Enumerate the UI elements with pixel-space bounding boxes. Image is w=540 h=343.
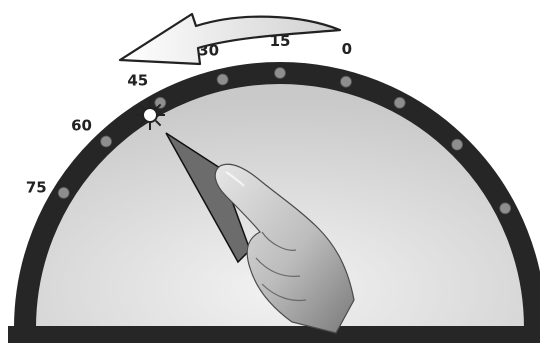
active-marker-dot (143, 108, 157, 122)
dial-base (8, 326, 540, 343)
active-marker-star-icon (135, 100, 165, 130)
dial-label-45: 45 (127, 71, 148, 89)
dial-marker-dot (217, 74, 228, 85)
dial-label-75: 75 (26, 178, 47, 196)
counterclockwise-arrow-icon (120, 14, 340, 64)
dial-marker-dot (394, 97, 405, 108)
dial-label-0: 0 (342, 40, 352, 58)
dial-marker-dot (155, 97, 166, 108)
dial-marker-dot (58, 187, 69, 198)
dial-marker-dot (101, 136, 112, 147)
dial-marker-dot (452, 139, 463, 150)
dial-label-60: 60 (71, 116, 92, 134)
dial-marker-dot (500, 203, 511, 214)
dial-marker-dot (275, 68, 286, 79)
dial-marker-dot (341, 76, 352, 87)
